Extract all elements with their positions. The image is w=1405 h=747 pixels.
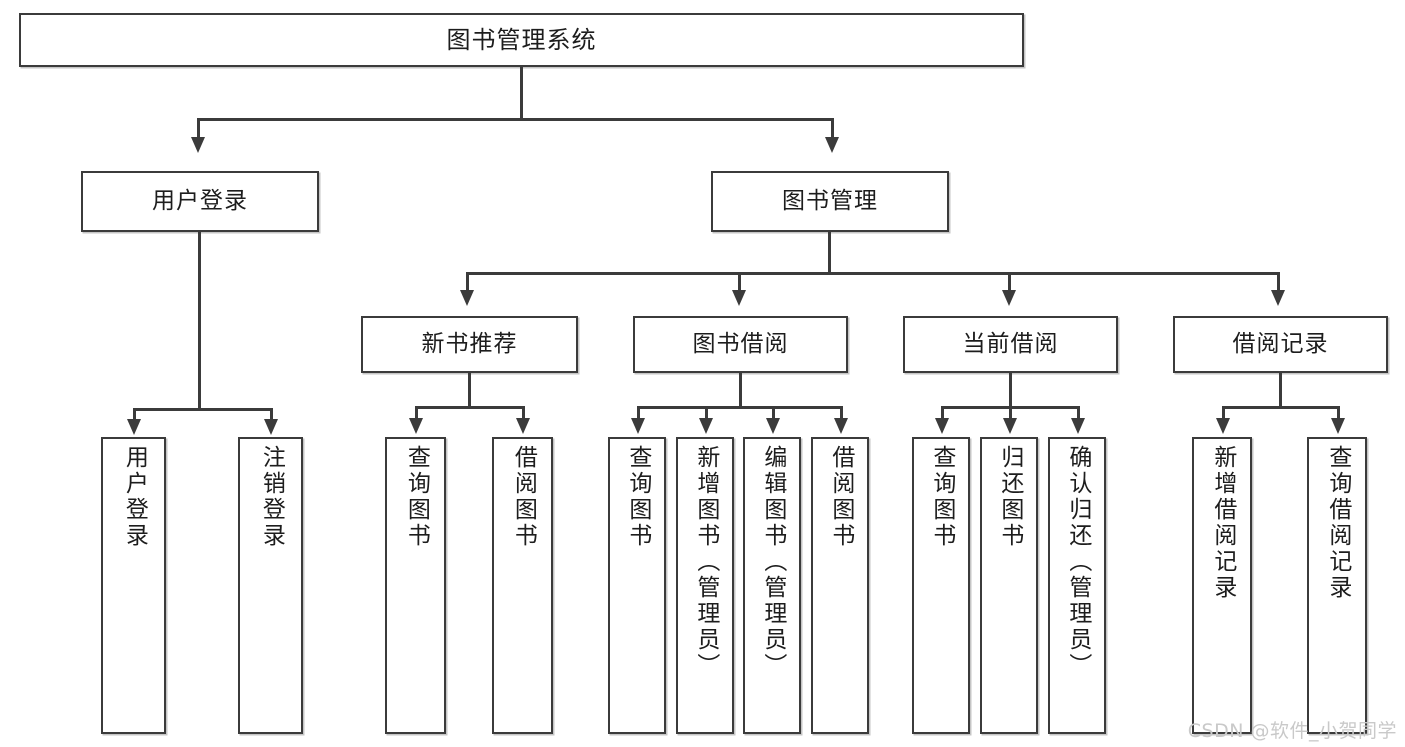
- node-book-management[interactable]: 图书管理: [711, 171, 949, 232]
- leaf-label: 注销登录: [258, 445, 285, 549]
- edge-user-login-bus: [133, 408, 270, 411]
- edge-bb-drop-2: [705, 406, 708, 420]
- arrow-to-user-login: [191, 137, 205, 153]
- edge-to-new-book-recommend: [466, 272, 469, 294]
- edge-book-management-stem: [828, 232, 831, 274]
- arrow-to-new-book-recommend: [460, 290, 474, 306]
- edge-book-borrow-stem: [739, 373, 742, 408]
- edge-to-user-login: [197, 118, 200, 141]
- leaf-bb-edit-book-admin[interactable]: 编辑图书（管理员）: [743, 437, 801, 734]
- edge-to-borrow-record: [1277, 272, 1280, 294]
- node-book-borrow[interactable]: 图书借阅: [633, 316, 848, 373]
- leaf-br-query-record[interactable]: 查询借阅记录: [1307, 437, 1367, 734]
- node-label: 用户登录: [152, 187, 248, 214]
- leaf-label: 借阅图书: [510, 445, 537, 549]
- edge-level3-bus: [466, 272, 1277, 275]
- arrow-nbr-leaf-2: [516, 418, 530, 434]
- leaf-bb-add-book-admin[interactable]: 新增图书（管理员）: [676, 437, 734, 734]
- edge-bb-drop-3: [772, 406, 775, 420]
- node-user-login[interactable]: 用户登录: [81, 171, 319, 232]
- arrow-cb-leaf-2: [1003, 418, 1017, 434]
- node-new-book-recommend[interactable]: 新书推荐: [361, 316, 578, 373]
- edge-level2-bus: [197, 118, 833, 121]
- leaf-label: 查询图书: [928, 445, 955, 549]
- edge-user-login-drop-2: [270, 408, 273, 422]
- leaf-user-login-login[interactable]: 用户登录: [101, 437, 166, 734]
- edge-borrow-record-bus: [1222, 406, 1337, 409]
- arrow-to-borrow-record: [1271, 290, 1285, 306]
- arrow-user-login-leaf-2: [264, 419, 278, 435]
- leaf-label: 用户登录: [121, 445, 148, 549]
- edge-nbr-drop-1: [415, 406, 418, 420]
- leaf-bb-query-books[interactable]: 查询图书: [608, 437, 666, 734]
- edge-user-login-stem: [198, 232, 201, 410]
- arrow-cb-leaf-1: [935, 418, 949, 434]
- leaf-label: 归还图书: [996, 445, 1023, 549]
- arrow-user-login-leaf-1: [127, 419, 141, 435]
- node-label: 借阅记录: [1232, 330, 1329, 357]
- edge-br-drop-2: [1337, 406, 1340, 420]
- leaf-user-login-logout[interactable]: 注销登录: [238, 437, 303, 734]
- arrow-br-leaf-2: [1331, 418, 1345, 434]
- arrow-br-leaf-1: [1216, 418, 1230, 434]
- leaf-label: 新增借阅记录: [1209, 445, 1236, 601]
- leaf-cb-query-books[interactable]: 查询图书: [912, 437, 970, 734]
- node-label: 图书管理系统: [446, 25, 597, 54]
- edge-to-current-borrow: [1008, 272, 1011, 294]
- leaf-bb-borrow-books[interactable]: 借阅图书: [811, 437, 869, 734]
- edge-cb-drop-2: [1009, 406, 1012, 420]
- edge-to-book-management: [831, 118, 834, 141]
- arrow-cb-leaf-3: [1071, 418, 1085, 434]
- edge-nbr-drop-2: [522, 406, 525, 420]
- edge-cb-drop-1: [941, 406, 944, 420]
- node-root-book-management-system[interactable]: 图书管理系统: [19, 13, 1024, 67]
- leaf-label: 编辑图书（管理员）: [759, 445, 786, 679]
- arrow-nbr-leaf-1: [409, 418, 423, 434]
- edge-to-book-borrow: [738, 272, 741, 294]
- edge-new-book-recommend-bus: [415, 406, 522, 409]
- node-label: 新书推荐: [421, 330, 518, 357]
- arrow-bb-leaf-3: [766, 418, 780, 434]
- leaf-label: 查询图书: [403, 445, 430, 549]
- leaf-label: 新增图书（管理员）: [692, 445, 719, 679]
- node-label: 图书管理: [782, 187, 878, 214]
- edge-root-stem: [520, 67, 523, 120]
- leaf-br-add-record[interactable]: 新增借阅记录: [1192, 437, 1252, 734]
- csdn-watermark: CSDN @软件_小贺同学: [1187, 720, 1397, 742]
- leaf-nbr-borrow-books[interactable]: 借阅图书: [492, 437, 553, 734]
- arrow-bb-leaf-4: [834, 418, 848, 434]
- edge-current-borrow-stem: [1009, 373, 1012, 408]
- edge-new-book-recommend-stem: [468, 373, 471, 408]
- node-borrow-record[interactable]: 借阅记录: [1173, 316, 1388, 373]
- node-current-borrow[interactable]: 当前借阅: [903, 316, 1118, 373]
- leaf-label: 确认归还（管理员）: [1064, 445, 1091, 679]
- arrow-bb-leaf-2: [699, 418, 713, 434]
- edge-borrow-record-stem: [1279, 373, 1282, 408]
- node-label: 图书借阅: [692, 330, 789, 357]
- node-label: 当前借阅: [962, 330, 1059, 357]
- leaf-label: 查询借阅记录: [1324, 445, 1351, 601]
- leaf-label: 借阅图书: [827, 445, 854, 549]
- leaf-label: 查询图书: [624, 445, 651, 549]
- edge-bb-drop-4: [840, 406, 843, 420]
- edge-user-login-drop-1: [133, 408, 136, 422]
- arrow-bb-leaf-1: [631, 418, 645, 434]
- leaf-cb-confirm-return-admin[interactable]: 确认归还（管理员）: [1048, 437, 1106, 734]
- edge-book-borrow-bus: [637, 406, 840, 409]
- leaf-cb-return-books[interactable]: 归还图书: [980, 437, 1038, 734]
- arrow-to-current-borrow: [1002, 290, 1016, 306]
- arrow-to-book-borrow: [732, 290, 746, 306]
- edge-br-drop-1: [1222, 406, 1225, 420]
- edge-bb-drop-1: [637, 406, 640, 420]
- arrow-to-book-management: [825, 137, 839, 153]
- edge-cb-drop-3: [1077, 406, 1080, 420]
- leaf-nbr-query-books[interactable]: 查询图书: [385, 437, 446, 734]
